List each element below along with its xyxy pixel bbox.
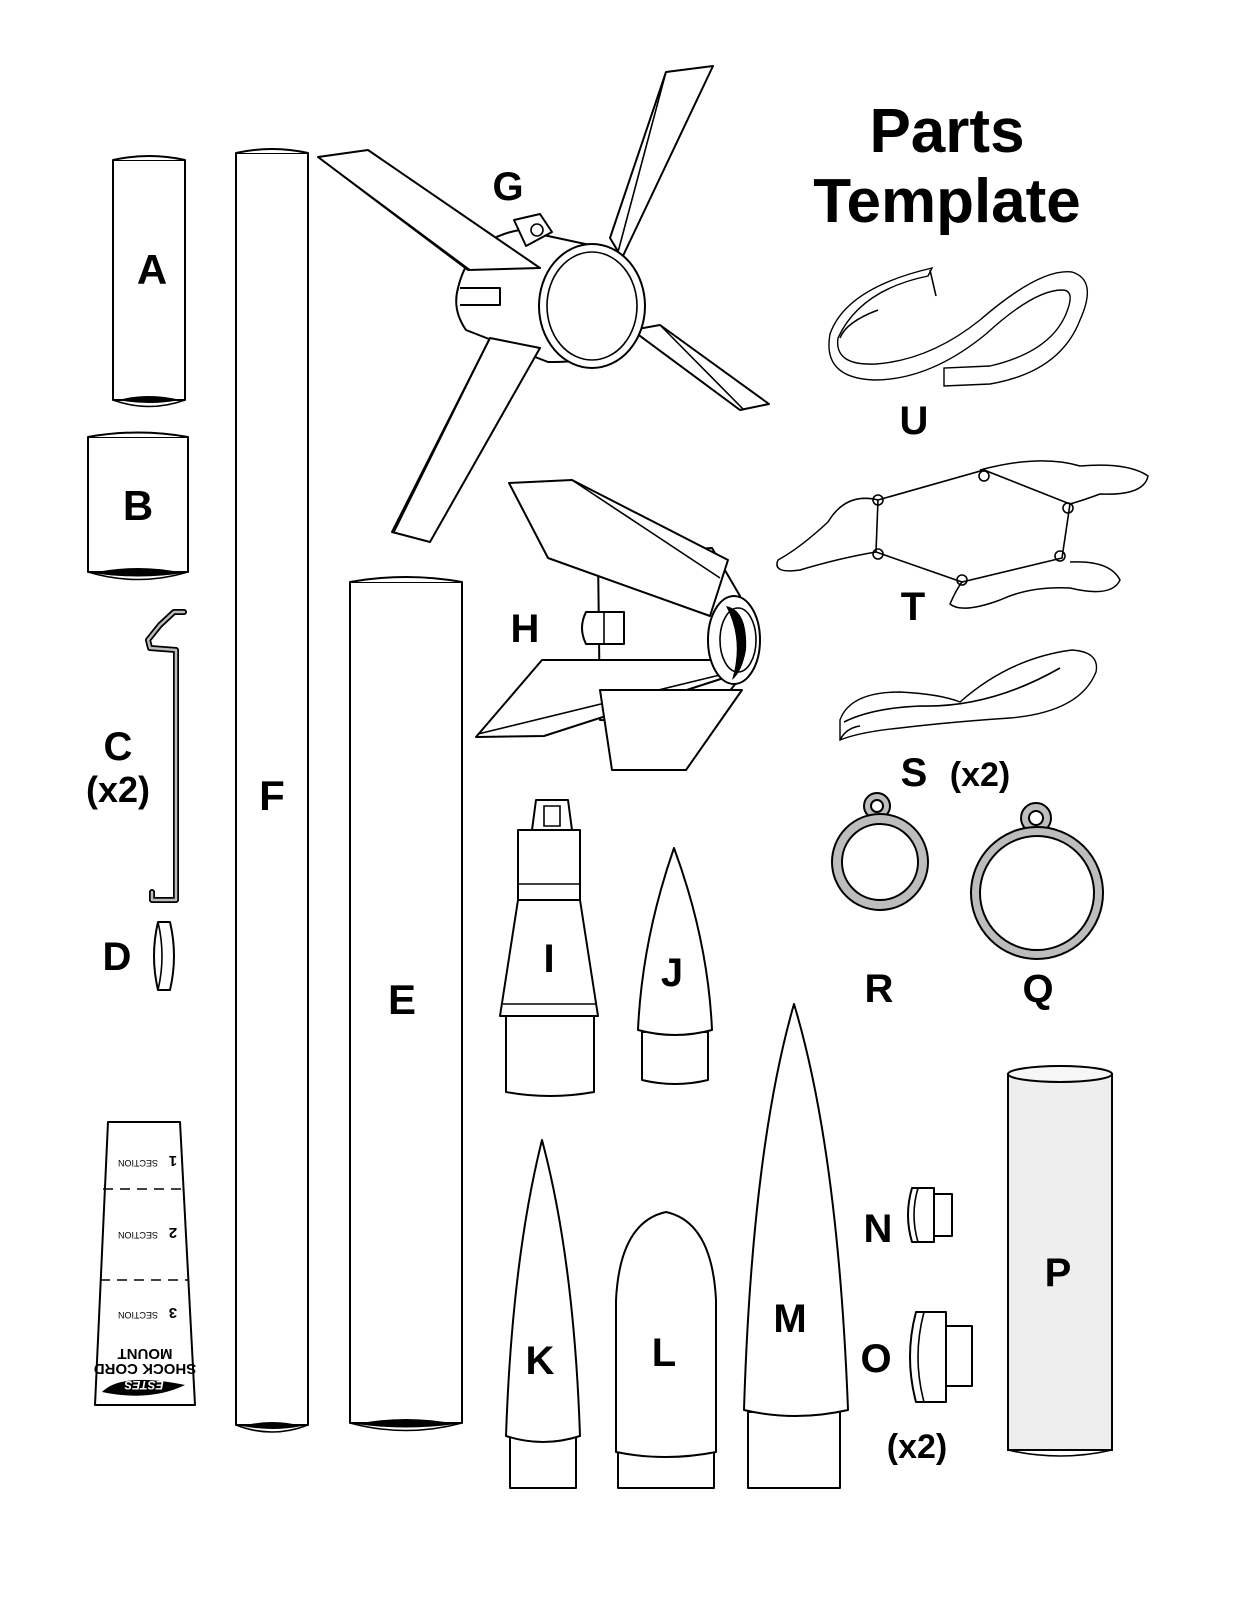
label-g: G (492, 165, 523, 209)
label-o: O (860, 1337, 891, 1381)
label-c-quantity: (x2) (86, 769, 150, 810)
label-l: L (652, 1331, 676, 1375)
label-m: M (773, 1297, 806, 1341)
part-m-nose-cone (743, 1003, 849, 1489)
svg-text:Template: Template (813, 167, 1081, 236)
estes-logo: ESTES (102, 1378, 185, 1396)
label-u: U (900, 399, 929, 443)
part-q-centering-ring (970, 802, 1105, 960)
part-k-nose-cone (505, 1139, 581, 1489)
label-q: Q (1022, 967, 1053, 1011)
svg-text:1: 1 (169, 1152, 177, 1169)
part-g-fin-unit (317, 65, 770, 543)
part-b-coupler (87, 431, 189, 581)
svg-text:MOUNT: MOUNT (118, 1345, 173, 1362)
shock-cord-mount: SECTION 1 SECTION 2 SECTION 3 SHOCK CORD… (94, 1121, 197, 1406)
svg-text:SECTION: SECTION (118, 1230, 158, 1240)
part-u-shock-cord (828, 266, 1089, 387)
label-n: N (864, 1207, 893, 1251)
svg-text:SECTION: SECTION (118, 1158, 158, 1168)
part-j-nose-cone (637, 847, 713, 1085)
part-f-body-tube (235, 148, 309, 1433)
svg-text:SHOCK CORD: SHOCK CORD (94, 1360, 197, 1377)
part-l-nose-cone (615, 1211, 717, 1489)
label-f: F (259, 772, 285, 819)
part-c-engine-hook (145, 609, 187, 903)
part-p-clear-tube (1007, 1065, 1113, 1457)
label-i: I (543, 937, 554, 981)
label-s: S (901, 751, 928, 795)
label-b: B (123, 482, 153, 529)
svg-text:ESTES: ESTES (124, 1378, 163, 1392)
label-t: T (901, 585, 925, 629)
part-s-streamer (839, 649, 1098, 742)
label-r: R (865, 967, 894, 1011)
part-t-parachute (776, 460, 1149, 609)
label-h: H (511, 607, 540, 651)
label-p: P (1045, 1251, 1072, 1295)
svg-text:SECTION: SECTION (118, 1310, 158, 1320)
part-e-body-tube (349, 576, 463, 1432)
label-s-quantity: (x2) (950, 756, 1010, 794)
label-a: A (137, 246, 167, 293)
label-k: K (526, 1339, 555, 1383)
svg-text:3: 3 (169, 1304, 177, 1321)
label-e: E (388, 976, 416, 1023)
part-r-centering-ring (831, 792, 930, 911)
page-title: Parts Template (813, 97, 1081, 236)
part-n-adapter (907, 1187, 953, 1243)
part-a-body-tube (112, 155, 186, 408)
part-i-transition (499, 799, 599, 1097)
label-d: D (103, 935, 132, 979)
label-c: C (104, 725, 133, 769)
label-o-quantity: (x2) (887, 1428, 947, 1466)
part-h-fin-unit (475, 479, 761, 771)
part-d-engine-block (153, 921, 175, 991)
part-o-adapter (909, 1311, 973, 1403)
svg-text:Parts: Parts (869, 97, 1024, 166)
svg-text:2: 2 (169, 1224, 177, 1241)
label-j: J (661, 951, 683, 995)
